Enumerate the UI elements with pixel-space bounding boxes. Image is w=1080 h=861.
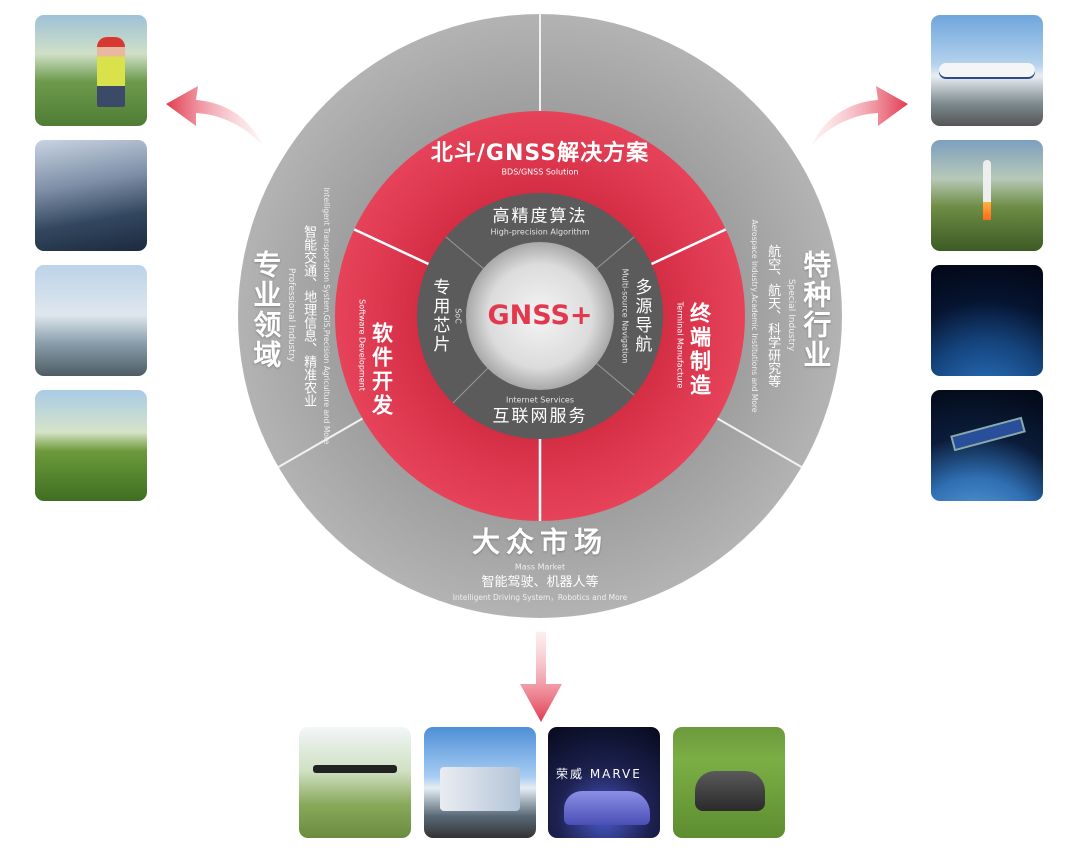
inner-divider: [452, 367, 489, 404]
outer-left-desc-en: Intelligent Transportation System,GIS,Pr…: [322, 187, 332, 445]
middle-left-subtitle: Software Development: [357, 299, 367, 391]
photo-earth-satellite-network: [931, 265, 1043, 376]
outer-right-title: 特种行业: [799, 250, 833, 370]
arrow-right-icon: [812, 86, 908, 145]
photo-satellite-orbit: [931, 390, 1043, 501]
inner-bottom-title: 互联网服务: [492, 406, 588, 427]
photo-robotic-mower: [673, 727, 785, 838]
inner-divider: [445, 236, 484, 269]
inner-top-subtitle: High-precision Algorithm: [490, 227, 590, 237]
outer-left-desc: 智能交通、地理信息、精准农业: [301, 225, 317, 407]
center-label: GNSS+: [487, 300, 593, 332]
middle-top-title: 北斗/GNSS解决方案: [430, 140, 650, 166]
outer-right-subtitle: Special Industry: [785, 278, 796, 352]
photo-farm-sprayer: [35, 390, 147, 501]
photo-mountain-highway: [35, 140, 147, 251]
arrow-down-icon: [520, 632, 562, 722]
car-logo-text: 荣威 MARVE: [556, 767, 642, 781]
inner-left-title: 专用芯片: [429, 278, 450, 354]
arrow-left-icon: [166, 86, 262, 145]
outer-left-subtitle: Professional Industry: [285, 268, 296, 362]
inner-left-subtitle: SoC: [453, 308, 463, 324]
inner-divider: [596, 363, 635, 396]
middle-left-title: 软件开发: [369, 322, 394, 418]
outer-bottom-title: 大众市场: [471, 525, 609, 559]
middle-top-subtitle: BDS/GNSS Solution: [501, 167, 579, 177]
photo-airplane: [931, 15, 1043, 126]
photo-car-launch: 荣威 MARVE: [548, 727, 660, 838]
inner-right-subtitle: Multi-source Navigation: [620, 268, 630, 364]
outer-bottom-subtitle: Mass Market: [514, 562, 566, 572]
middle-divider: [353, 228, 430, 266]
photo-surveyor-worker: [35, 15, 147, 126]
photo-rocket-launch: [931, 140, 1043, 251]
core-circle: [466, 242, 614, 390]
ring-dividers: [277, 14, 803, 521]
outer-divider: [716, 417, 803, 468]
outer-divider: [277, 417, 364, 468]
inner-right-title: 多源导航: [631, 278, 652, 354]
photo-power-station: [35, 265, 147, 376]
photo-agricultural-drone: [299, 727, 411, 838]
photo-trucks: [424, 727, 536, 838]
middle-right-subtitle: Terminal Manufacture: [675, 301, 685, 389]
outer-bottom-desc: 智能驾驶、机器人等: [481, 574, 599, 590]
outer-right-desc-en: Aerospace Industry,Academic Institutions…: [750, 219, 760, 413]
inner-top-title: 高精度算法: [492, 206, 588, 227]
outer-left-title: 专业领域: [249, 250, 283, 370]
outer-bottom-desc-en: Intelligent Driving System，Robotics and …: [452, 592, 628, 602]
outer-right-desc: 航空、航天、科学研究等: [765, 244, 781, 388]
middle-divider: [650, 228, 727, 266]
middle-right-title: 终端制造: [687, 302, 712, 398]
inner-divider: [596, 236, 635, 269]
inner-bottom-subtitle: Internet Services: [505, 395, 575, 405]
